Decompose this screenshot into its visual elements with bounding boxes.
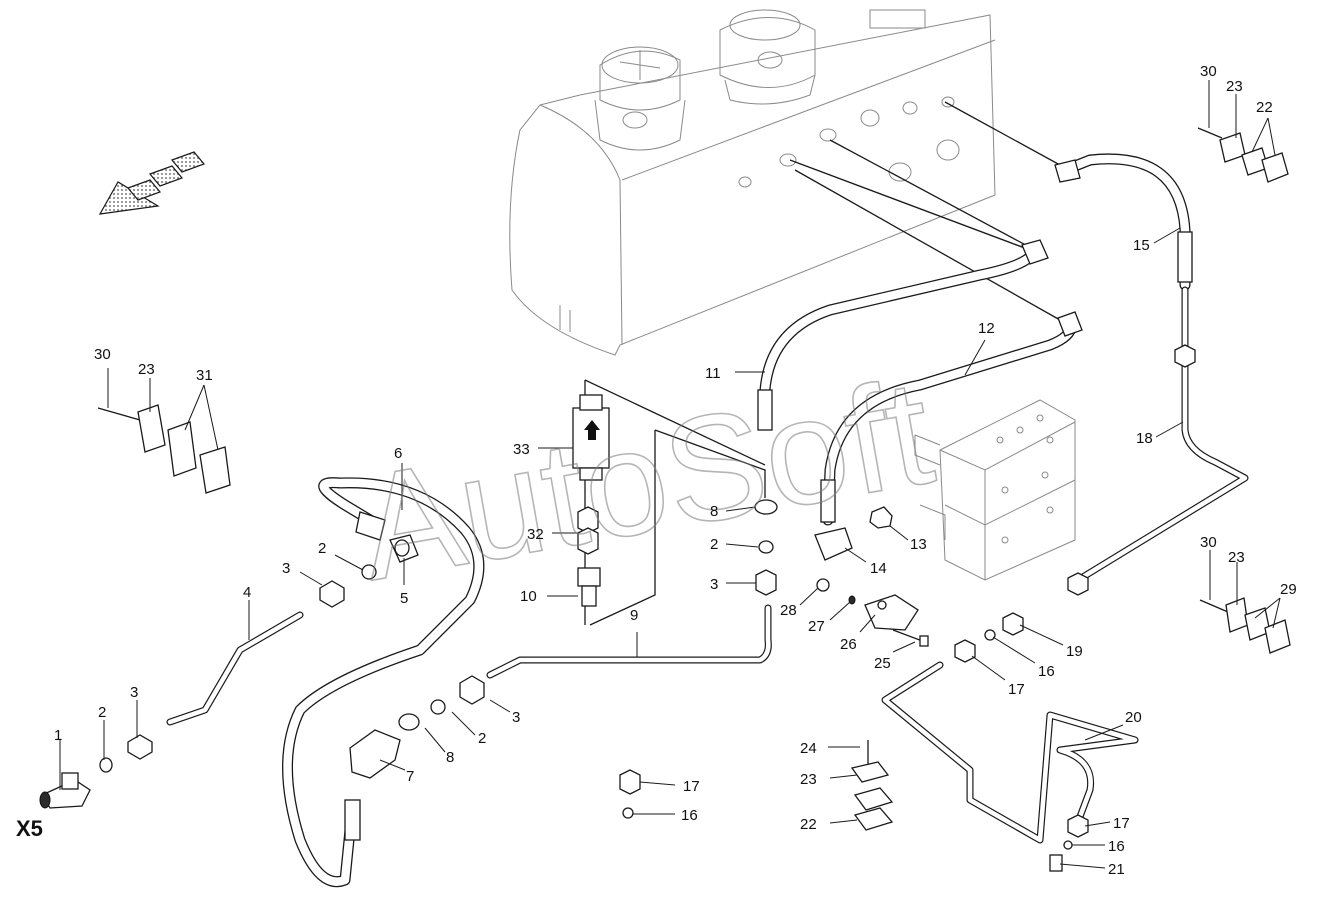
hose-6	[282, 477, 485, 887]
callout-label: 5	[400, 590, 408, 607]
callout-label: 16	[1108, 838, 1125, 855]
callout-label: 9	[630, 607, 638, 624]
tank-return-lines	[789, 101, 1061, 321]
callout-label: 31	[196, 367, 213, 384]
seal-16-b	[1063, 840, 1073, 850]
callout-label: 28	[780, 602, 797, 619]
fitting-2-lower	[430, 699, 446, 715]
callout-label: 19	[1066, 643, 1083, 660]
view-label: X5	[16, 816, 43, 841]
elbow-14	[814, 527, 853, 561]
nut-3-left	[127, 734, 153, 760]
clamp-set-top-right	[1197, 127, 1289, 183]
nut-17-a	[954, 639, 976, 663]
leader-lines	[59, 80, 1281, 869]
direction-arrow-icon	[98, 151, 206, 215]
callout-label: 17	[1113, 815, 1130, 832]
callout-label: 17	[1008, 681, 1025, 698]
callout-label: 18	[1136, 430, 1153, 447]
callout-label: 32	[527, 526, 544, 543]
callout-label: 30	[1200, 534, 1217, 551]
hose-12	[820, 311, 1083, 526]
clamp-set-right	[1199, 597, 1291, 654]
callout-label: 27	[808, 618, 825, 635]
nut-17-b	[1067, 814, 1089, 838]
callout-label: 4	[243, 584, 251, 601]
pipe-18	[1067, 286, 1249, 596]
washer-27	[848, 595, 856, 605]
callout-label: 2	[98, 704, 106, 721]
seal-16-c	[622, 807, 634, 819]
hydraulic-tank	[509, 9, 996, 356]
callout-label: 30	[94, 346, 111, 363]
callout-label: 2	[478, 730, 486, 747]
fitting-2-left	[99, 757, 113, 773]
ring-8-lower	[398, 713, 420, 731]
nut-28	[816, 578, 830, 592]
callout-label: 10	[520, 588, 537, 605]
fitting-2-upper	[361, 564, 377, 580]
callout-label: 22	[1256, 99, 1273, 116]
callout-labels: 1 2 3 4 3 2 5 6 7 8 2 3 9 10 32 33 8 2 3…	[54, 63, 1297, 878]
fitting-32	[577, 506, 599, 555]
elbow-5	[389, 534, 419, 563]
callout-label: 16	[681, 807, 698, 824]
callout-label: 22	[800, 816, 817, 833]
callout-label: 29	[1280, 581, 1297, 598]
callout-label: 12	[978, 320, 995, 337]
callout-label: 8	[446, 749, 454, 766]
callout-label: 33	[513, 441, 530, 458]
clamp-set-left	[97, 404, 231, 494]
clamp-26	[864, 594, 919, 631]
fitting-21	[1049, 854, 1063, 872]
hose-15	[1054, 153, 1193, 291]
callout-label: 17	[683, 778, 700, 795]
callout-label: 25	[874, 655, 891, 672]
callout-label: 2	[318, 540, 326, 557]
callout-label: 2	[710, 536, 718, 553]
callout-label: 3	[130, 684, 138, 701]
pipe-9	[486, 604, 772, 679]
check-valve-33	[572, 394, 610, 481]
callout-label: 23	[800, 771, 817, 788]
pipe-20	[881, 661, 1139, 844]
clamp-set-bottom	[850, 740, 894, 831]
nut-17-c	[619, 769, 641, 795]
pipe-4	[166, 611, 304, 726]
callout-label: 8	[710, 503, 718, 520]
callout-label: 24	[800, 740, 817, 757]
callout-label: 1	[54, 727, 62, 744]
callout-label: 13	[910, 536, 927, 553]
callout-label: 30	[1200, 63, 1217, 80]
tee-fitting-1	[39, 772, 91, 809]
callout-label: 6	[394, 445, 402, 462]
fittings-8-2-3	[754, 499, 778, 596]
fitting-10	[577, 567, 601, 607]
nut-3-lower	[459, 675, 485, 705]
callout-label: 11	[705, 365, 721, 382]
callout-label: 21	[1108, 861, 1125, 878]
callout-label: 3	[282, 560, 290, 577]
callout-label: 15	[1133, 237, 1150, 254]
callout-label: 16	[1038, 663, 1055, 680]
fitting-19	[1002, 612, 1024, 636]
callout-label: 14	[870, 560, 887, 577]
callout-label: 3	[512, 709, 520, 726]
elbow-7	[349, 729, 401, 779]
callout-label: 23	[1226, 78, 1243, 95]
callout-label: 7	[406, 768, 414, 785]
nut-3-upper	[319, 580, 345, 608]
callout-label: 23	[138, 361, 155, 378]
callout-label: 3	[710, 576, 718, 593]
callout-label: 23	[1228, 549, 1245, 566]
hose-11	[757, 239, 1049, 431]
callout-label: 20	[1125, 709, 1142, 726]
bolt-25	[892, 629, 929, 647]
control-valve-block	[914, 399, 1076, 581]
callout-label: 26	[840, 636, 857, 653]
seal-16-a	[984, 629, 996, 641]
